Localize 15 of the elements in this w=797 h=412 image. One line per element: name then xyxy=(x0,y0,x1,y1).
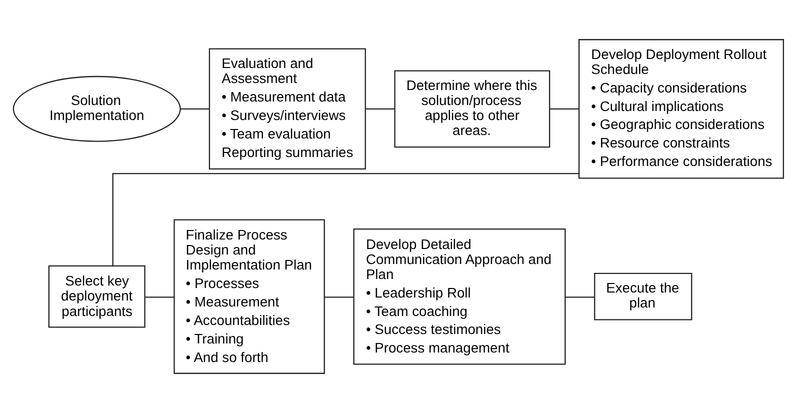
connector xyxy=(366,108,395,109)
connector xyxy=(145,296,174,298)
node-box: Finalize Process Design and Implementation Plan • Processes • Measurement • Accountabilities • Training • And so forth xyxy=(174,218,325,374)
node-box: Execute the plan xyxy=(594,272,692,320)
node-ellipse: Solution Implementation xyxy=(12,75,181,142)
connector xyxy=(180,108,210,109)
connector xyxy=(550,108,579,109)
node-box: Determine where this solution/process applies to other areas. xyxy=(394,70,550,148)
connector xyxy=(565,296,594,298)
node-box: Select key deployment participants xyxy=(48,264,146,328)
node-box: Develop Deployment Rollout Schedule • Capacity considerations • Cultural implications • Geographic considerations • Resource constraints • Performance considerations xyxy=(578,38,784,178)
node-box: Develop Detailed Communication Approach and Plan • Leadership Roll • Team coaching • Success testimonies • Process management xyxy=(353,228,566,364)
node-box: Evaluation and Assessment • Measurement data • Surveys/interviews • Team evaluation Reporting summaries xyxy=(208,48,366,170)
connector xyxy=(112,172,579,266)
connector xyxy=(324,296,354,298)
